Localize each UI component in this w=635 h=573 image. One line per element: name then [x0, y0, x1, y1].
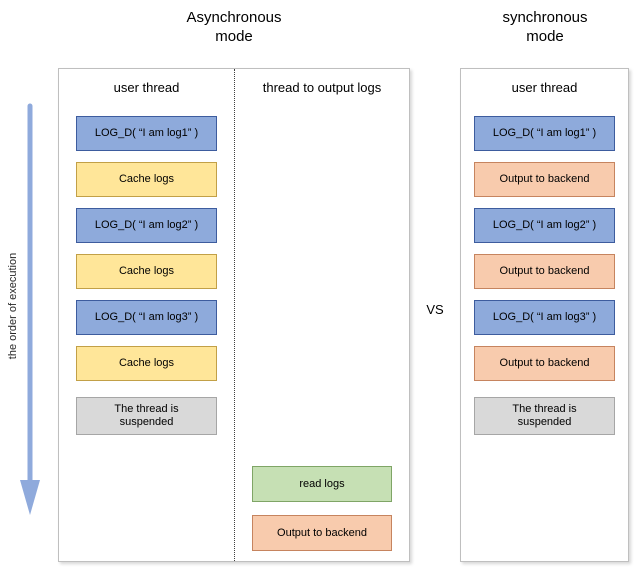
async-output-thread-header: thread to output logs	[262, 80, 382, 95]
log-call-box: LOG_D( “I am log3” )	[76, 300, 217, 335]
log-call-box: LOG_D( “I am log1” )	[474, 116, 615, 151]
log-call-box: LOG_D( “I am log1” )	[76, 116, 217, 151]
vs-label: VS	[426, 302, 444, 317]
async-panel: user thread thread to output logs LOG_D(…	[58, 68, 410, 562]
log-call-box: LOG_D( “I am log2” )	[76, 208, 217, 243]
thread-suspended-box: The thread is suspended	[474, 397, 615, 435]
output-to-backend-box: Output to backend	[474, 254, 615, 289]
cache-logs-box: Cache logs	[76, 254, 217, 289]
cache-logs-box: Cache logs	[76, 346, 217, 381]
log-call-box: LOG_D( “I am log3” )	[474, 300, 615, 335]
log-call-box: LOG_D( “I am log2” )	[474, 208, 615, 243]
execution-order-label: the order of execution	[7, 252, 19, 360]
output-to-backend-box: Output to backend	[474, 162, 615, 197]
thread-suspended-box: The thread is suspended	[76, 397, 217, 435]
cache-logs-box: Cache logs	[76, 162, 217, 197]
sync-panel: user thread LOG_D( “I am log1” ) Output …	[460, 68, 629, 562]
thread-divider-dotted-line	[234, 69, 235, 561]
sync-mode-title: synchronous mode	[502, 9, 588, 45]
async-user-thread-header: user thread	[113, 80, 180, 95]
execution-order-arrow-icon	[20, 103, 40, 515]
async-mode-title: Asynchronous mode	[186, 9, 282, 45]
output-to-backend-box: Output to backend	[252, 515, 392, 551]
output-to-backend-box: Output to backend	[474, 346, 615, 381]
sync-user-thread-header: user thread	[511, 80, 578, 95]
read-logs-box: read logs	[252, 466, 392, 502]
